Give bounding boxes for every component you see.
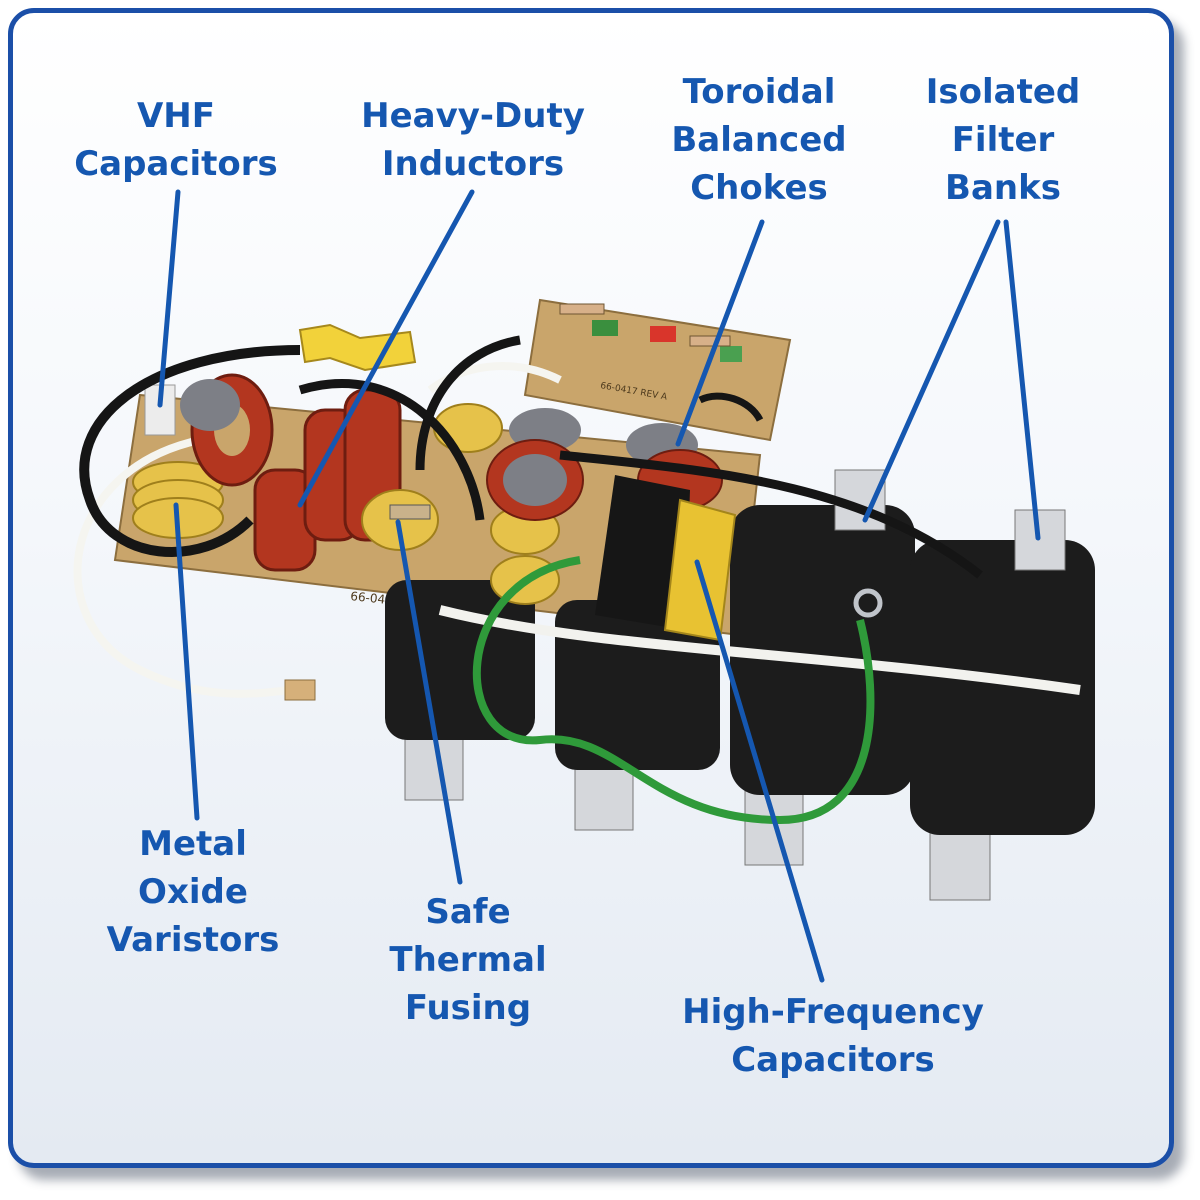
spade-terminal [284,679,316,701]
green-led-module [592,320,618,336]
label-heavy-duty-inductors: Heavy-Duty Inductors [361,96,585,184]
green-component [720,346,742,362]
leader-heavy-duty-inductors [297,189,475,508]
label-isolated-filter-banks: Isolated Filter Banks [925,72,1081,208]
leader-filter-banks-right [1003,219,1041,541]
label-safe-thermal-fusing: Safe Thermal Fusing [389,892,547,1028]
leader-metal-oxide-varistors [173,502,200,821]
leader-toroidal-chokes [675,219,765,447]
leader-safe-thermal-fusing [395,519,463,885]
yellow-crimp-connector [298,323,417,372]
leader-high-frequency-capacitors [694,559,825,983]
sub-circuit-board: 66-0417 REV A [523,298,792,442]
label-toroidal-balanced-chokes: Toroidal Balanced Chokes [671,72,847,208]
ground-wire [472,556,875,825]
label-metal-oxide-varistors: Metal Oxide Varistors [106,824,280,960]
ring-terminal [853,588,883,618]
resistor [559,303,605,315]
heavy-duty-inductors [180,373,402,572]
black-wires [79,335,983,579]
gray-toroid [180,379,240,431]
resistor [689,335,731,347]
leader-vhf-capacitors [157,189,181,408]
leader-filter-banks-left [862,219,1001,523]
leader-lines [157,189,1041,983]
label-vhf-capacitors: VHF Capacitors [74,96,278,184]
thermal-fuse [389,504,431,520]
outlet-4 [910,509,1095,901]
label-high-frequency-capacitors: High-Frequency Capacitors [682,992,984,1080]
red-led-module [650,326,676,342]
